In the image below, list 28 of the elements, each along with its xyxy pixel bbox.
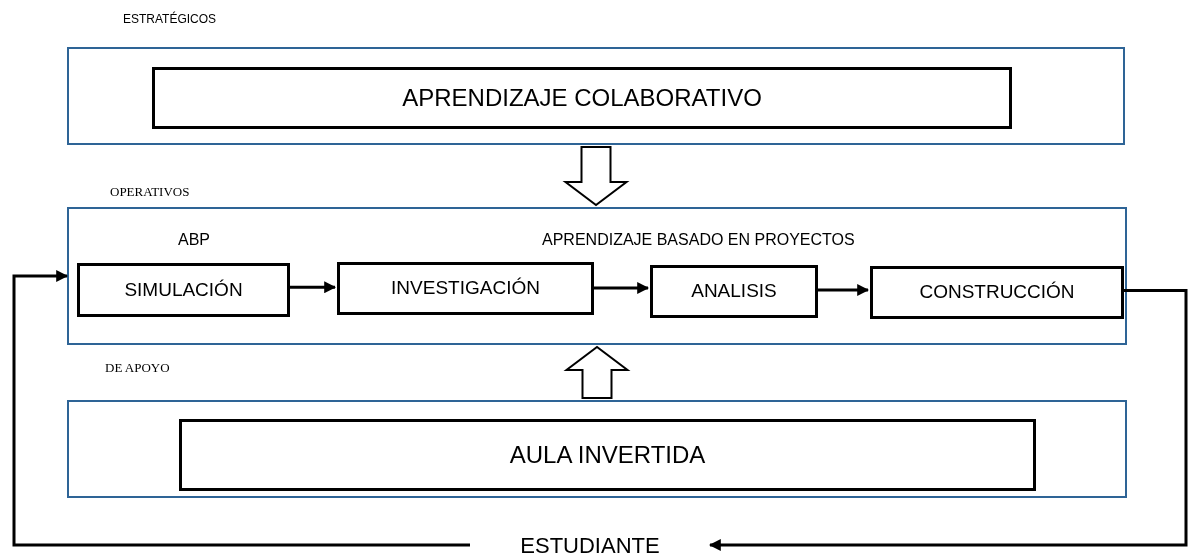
block-arrow bbox=[563, 345, 631, 399]
section-panel bbox=[67, 400, 1127, 498]
process-box bbox=[77, 263, 290, 317]
section-panel bbox=[67, 47, 1125, 145]
node-label: INVESTIGACIÓN bbox=[391, 276, 540, 301]
concept-box bbox=[152, 67, 1012, 129]
arrow bbox=[708, 289, 1188, 551]
concept-box bbox=[179, 419, 1036, 491]
node-label: AULA INVERTIDA bbox=[509, 440, 706, 470]
process-box bbox=[870, 266, 1124, 319]
node-label: CONSTRUCCIÓN bbox=[919, 280, 1075, 305]
group-title: APRENDIZAJE BASADO EN PROYECTOS bbox=[542, 230, 855, 250]
process-box bbox=[650, 265, 818, 318]
arrow bbox=[12, 270, 470, 547]
arrow bbox=[288, 281, 337, 294]
section-heading: ESTRATÉGICOS bbox=[123, 10, 217, 28]
node-label: APRENDIZAJE COLABORATIVO bbox=[402, 83, 762, 113]
section-heading: DE APOYO bbox=[105, 359, 170, 377]
arrow bbox=[816, 284, 870, 296]
node-label: SIMULACIÓN bbox=[124, 277, 243, 302]
section-heading: OPERATIVOS bbox=[110, 183, 190, 201]
arrow bbox=[592, 282, 650, 294]
process-box bbox=[337, 262, 594, 315]
block-arrow bbox=[562, 146, 630, 207]
group-title: ABP bbox=[178, 230, 210, 250]
node-label: ESTUDIANTE bbox=[520, 531, 660, 553]
node-label: ANALISIS bbox=[691, 279, 777, 304]
section-panel bbox=[67, 207, 1127, 345]
